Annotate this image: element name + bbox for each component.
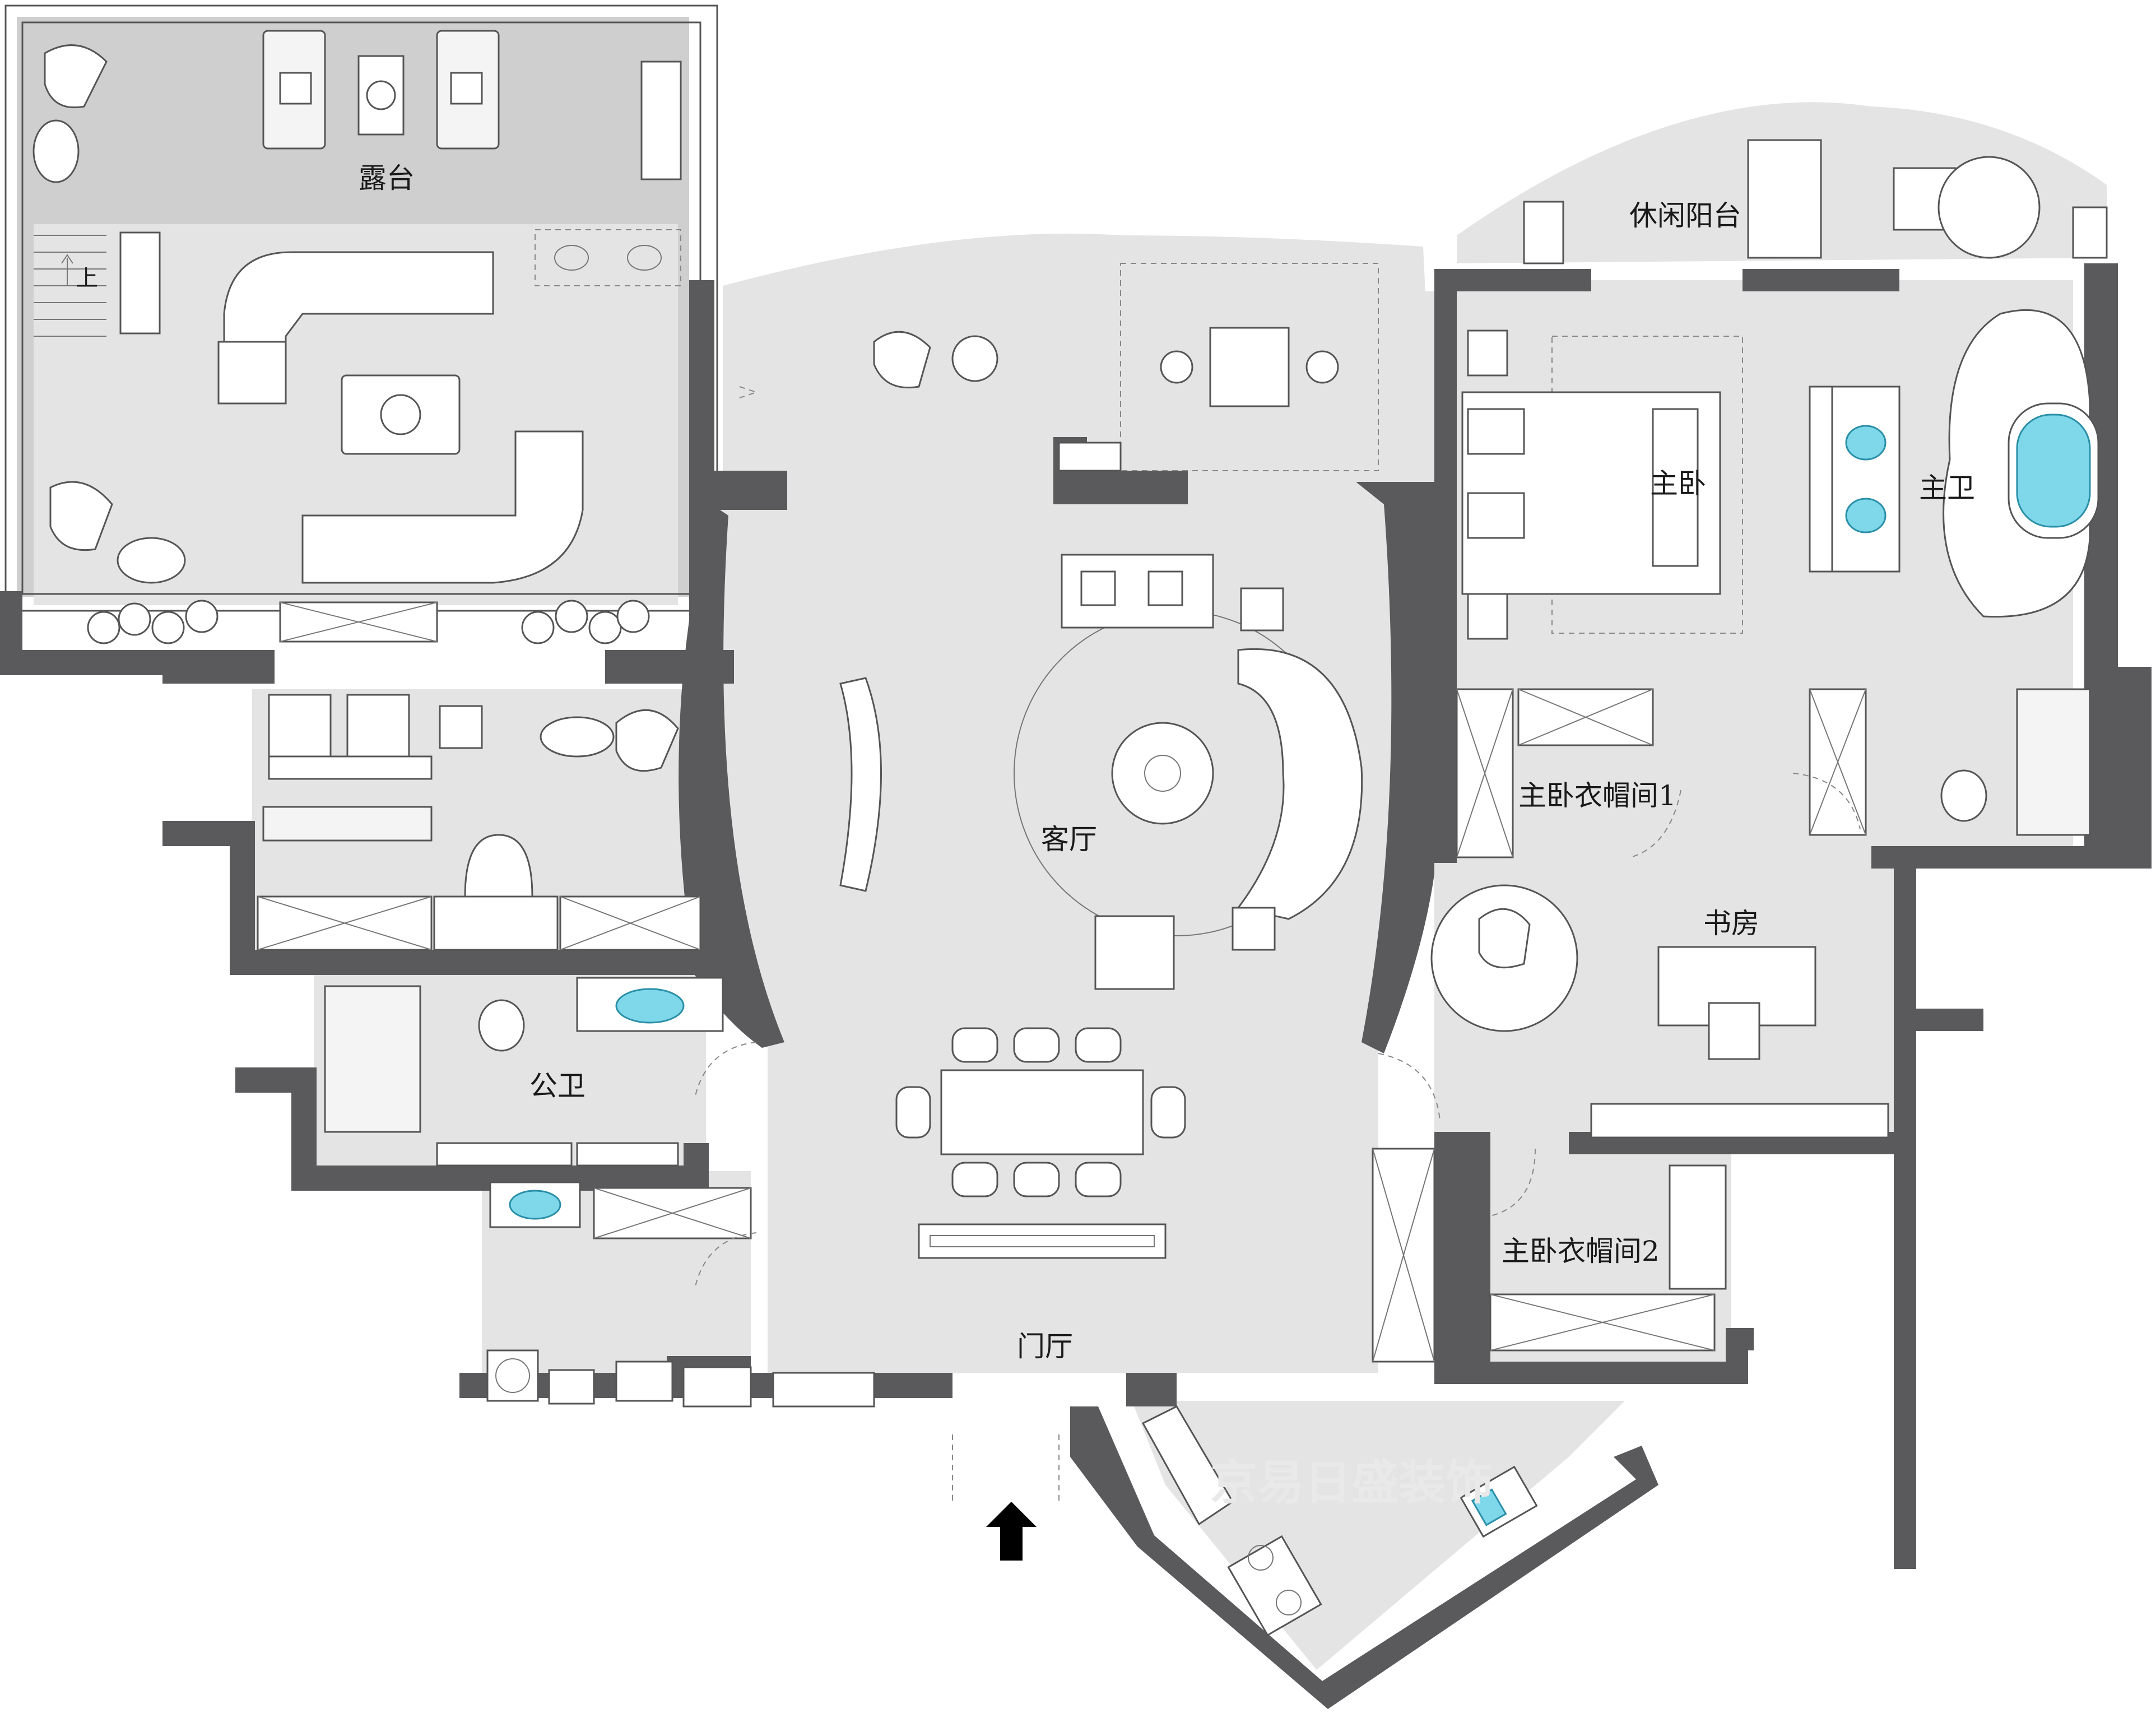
kitchen-floor — [1132, 1401, 1625, 1670]
kitchen-furniture — [1141, 1405, 1538, 1637]
stair-up-arrow-icon — [61, 254, 73, 286]
stair-label: 上 — [76, 266, 98, 291]
watermark: 京易日盛装饰 — [1210, 1455, 1493, 1510]
leisure-balcony-furniture — [1523, 139, 2108, 264]
walls — [0, 4, 2152, 1709]
label-public-bath: 公卫 — [529, 1070, 586, 1102]
entrance-arrow-icon — [986, 1502, 1037, 1561]
label-study: 书房 — [1703, 907, 1759, 940]
door-swings — [694, 386, 1861, 1289]
closet2-furniture — [1372, 1148, 1727, 1363]
left-lounge-furniture — [257, 694, 875, 1408]
label-living-room: 客厅 — [1041, 823, 1097, 856]
label-terrace: 露台 — [359, 162, 415, 194]
label-master-bath: 主卫 — [1919, 472, 1975, 504]
label-leisure-balcony: 休闲阳台 — [1629, 199, 1741, 232]
living-room-furniture — [839, 263, 1379, 990]
label-master-closet-2: 主卧衣帽间2 — [1502, 1235, 1660, 1267]
closet1-study-furniture — [1430, 688, 1889, 1139]
dining-furniture — [895, 1027, 1186, 1561]
label-foyer: 门厅 — [1017, 1330, 1073, 1363]
terrace-furniture: 上 — [32, 30, 682, 644]
label-master-bedroom: 主卧 — [1650, 467, 1706, 500]
label-master-closet-1: 主卧衣帽间1 — [1518, 779, 1676, 812]
room-labels: 露台 休闲阳台 主卧 主卫 客厅 主卧衣帽间1 书房 公卫 主卧衣帽间2 门厅 — [359, 162, 1975, 1363]
master-bedroom-furniture — [1461, 329, 1901, 640]
master-bath-furniture — [1809, 309, 2099, 836]
